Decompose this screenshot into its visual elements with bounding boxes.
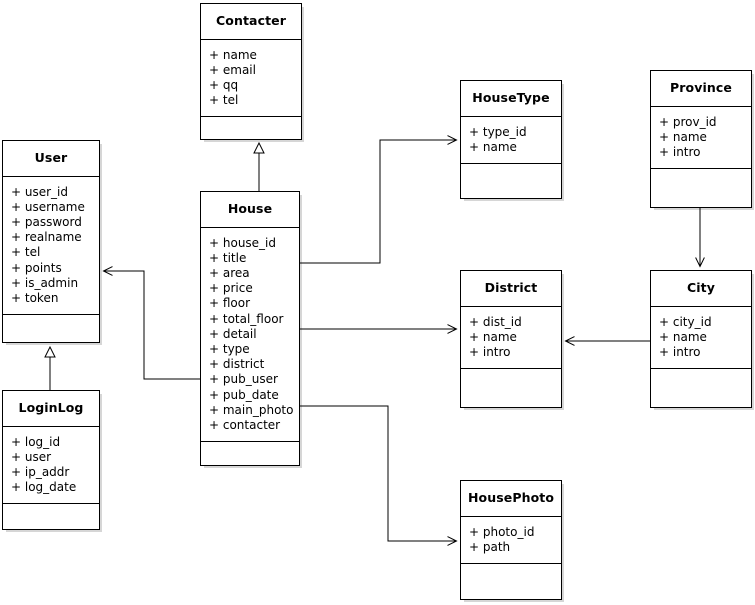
class-attributes-province: + prov_id + name + intro [651, 107, 751, 170]
class-title-loginlog: LoginLog [3, 391, 99, 427]
class-box-province[interactable]: Province + prov_id + name + intro [650, 70, 752, 208]
class-title-user: User [3, 141, 99, 177]
class-operations-district [461, 369, 561, 386]
class-attributes-housephoto: + photo_id + path [461, 517, 561, 564]
class-box-city[interactable]: City + city_id + name + intro [650, 270, 752, 408]
class-operations-user [3, 315, 99, 332]
attribute: + email [209, 62, 256, 77]
class-operations-province [651, 169, 751, 186]
attribute: + name [209, 47, 257, 62]
attribute: + floor [209, 296, 251, 311]
class-operations-city [651, 369, 751, 386]
attribute: + qq [209, 77, 239, 92]
attribute: + pub_date [209, 387, 279, 402]
attribute: + area [209, 265, 250, 280]
attribute: + intro [659, 344, 701, 359]
attribute: + contacter [209, 417, 281, 432]
attribute: + name [659, 329, 707, 344]
attribute: + price [209, 281, 253, 296]
attribute: + name [659, 129, 707, 144]
class-attributes-housetype: + type_id + name [461, 117, 561, 164]
attribute: + intro [469, 344, 511, 359]
attribute: + photo_id [469, 524, 535, 539]
attribute: + log_id [11, 434, 61, 449]
class-box-house[interactable]: House + house_id + title + area + price … [200, 191, 300, 466]
attribute: + name [469, 139, 517, 154]
attribute: + realname [11, 230, 82, 245]
class-title-house: House [201, 192, 299, 228]
class-box-housephoto[interactable]: HousePhoto + photo_id + path [460, 480, 562, 600]
class-attributes-house: + house_id + title + area + price + floo… [201, 228, 299, 443]
class-box-contacter[interactable]: Contacter + name + email + qq + tel [200, 3, 302, 140]
class-title-housephoto: HousePhoto [461, 481, 561, 517]
attribute: + city_id [659, 314, 712, 329]
class-attributes-user: + user_id + username + password + realna… [3, 177, 99, 316]
attribute: + points [11, 260, 62, 275]
attribute: + token [11, 290, 59, 305]
attribute: + detail [209, 326, 257, 341]
edge-house-housephoto [300, 405, 458, 546]
class-operations-housetype [461, 164, 561, 181]
attribute: + username [11, 199, 85, 214]
class-attributes-contacter: + name + email + qq + tel [201, 40, 301, 118]
attribute: + name [469, 329, 517, 344]
class-operations-loginlog [3, 504, 99, 521]
attribute: + intro [659, 144, 701, 159]
attribute: + path [469, 539, 511, 554]
class-box-district[interactable]: District + dist_id + name + intro [460, 270, 562, 408]
class-title-housetype: HouseType [461, 81, 561, 117]
attribute: + district [209, 357, 265, 372]
attribute: + dist_id [469, 314, 522, 329]
attribute: + house_id [209, 235, 277, 250]
attribute: + title [209, 250, 247, 265]
attribute: + is_admin [11, 275, 79, 290]
class-title-city: City [651, 271, 751, 307]
class-box-housetype[interactable]: HouseType + type_id + name [460, 80, 562, 199]
class-operations-housephoto [461, 564, 561, 581]
edge-house-user [102, 266, 200, 380]
attribute: + type_id [469, 124, 527, 139]
class-box-loginlog[interactable]: LoginLog + log_id + user + ip_addr + log… [2, 390, 100, 530]
attribute: + tel [11, 245, 41, 260]
attribute: + log_date [11, 480, 77, 495]
attribute: + ip_addr [11, 464, 70, 479]
attribute: + prov_id [659, 114, 717, 129]
class-box-user[interactable]: User + user_id + username + password + r… [2, 140, 100, 343]
class-operations-house [201, 442, 299, 459]
attribute: + pub_user [209, 372, 278, 387]
class-title-district: District [461, 271, 561, 307]
attribute: + user_id [11, 184, 68, 199]
edge-house-housetype [300, 135, 458, 264]
attribute: + tel [209, 93, 239, 108]
attribute: + total_floor [209, 311, 284, 326]
class-operations-contacter [201, 117, 301, 134]
class-title-contacter: Contacter [201, 4, 301, 40]
class-title-province: Province [651, 71, 751, 107]
attribute: + password [11, 214, 82, 229]
attribute: + main_photo [209, 402, 294, 417]
class-attributes-loginlog: + log_id + user + ip_addr + log_date [3, 427, 99, 505]
attribute: + user [11, 449, 52, 464]
attribute: + type [209, 341, 250, 356]
class-attributes-district: + dist_id + name + intro [461, 307, 561, 370]
class-attributes-city: + city_id + name + intro [651, 307, 751, 370]
